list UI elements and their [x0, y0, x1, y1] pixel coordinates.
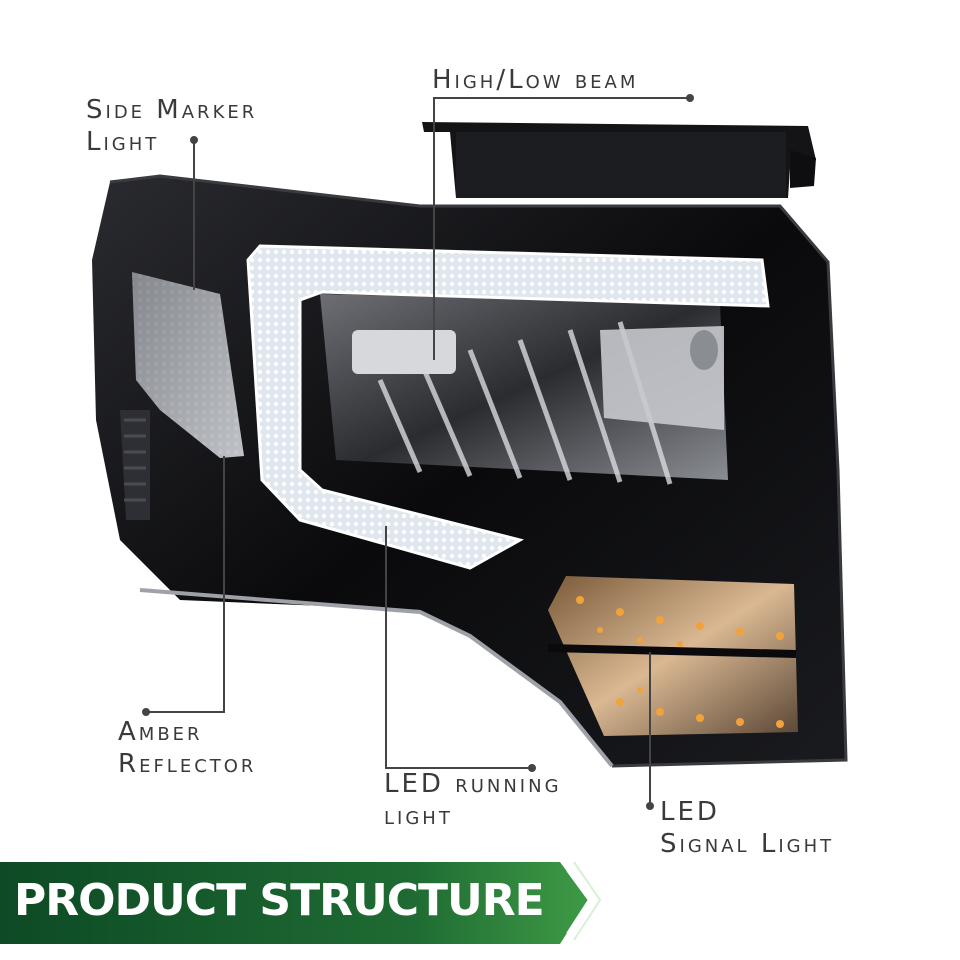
- product-structure-banner: [0, 854, 604, 948]
- label-led-signal-line1: LED: [660, 797, 720, 827]
- leader-led-running: [385, 526, 532, 769]
- label-side-marker-line1: Side Marker: [86, 95, 258, 125]
- projector-cavity: [320, 294, 728, 485]
- leader-amber: [146, 456, 225, 713]
- label-amber-reflector: Amber Reflector: [118, 716, 256, 780]
- label-amber-line2: Reflector: [118, 749, 257, 779]
- amber-signal-lens: [547, 576, 798, 736]
- label-amber-line1: Amber: [118, 717, 203, 747]
- leader-dot-led-signal: [646, 802, 654, 810]
- label-high-low-beam-text: High/Low beam: [432, 65, 639, 95]
- leader-high-low: [433, 97, 690, 360]
- label-side-marker: Side Marker Light: [86, 94, 257, 158]
- leader-dot-led-running: [528, 764, 536, 772]
- label-led-running-line2: light: [384, 801, 453, 831]
- label-led-running-line1: LED running: [384, 769, 562, 799]
- label-high-low-beam: High/Low beam: [432, 64, 638, 96]
- leader-dot-amber: [142, 708, 150, 716]
- label-led-signal-line2: Signal Light: [660, 829, 835, 859]
- led-drl-bar: [246, 244, 770, 570]
- label-led-running: LED running light: [384, 768, 562, 832]
- label-led-signal: LED Signal Light: [660, 796, 834, 860]
- leader-dot-side-marker: [190, 136, 198, 144]
- label-side-marker-line2: Light: [86, 127, 160, 157]
- leader-dot-high-low: [686, 94, 694, 102]
- mounting-bracket: [422, 122, 816, 198]
- side-marker-lens: [132, 272, 244, 458]
- banner-title: PRODUCT STRUCTURE: [14, 875, 545, 926]
- leader-lines: [142, 94, 694, 810]
